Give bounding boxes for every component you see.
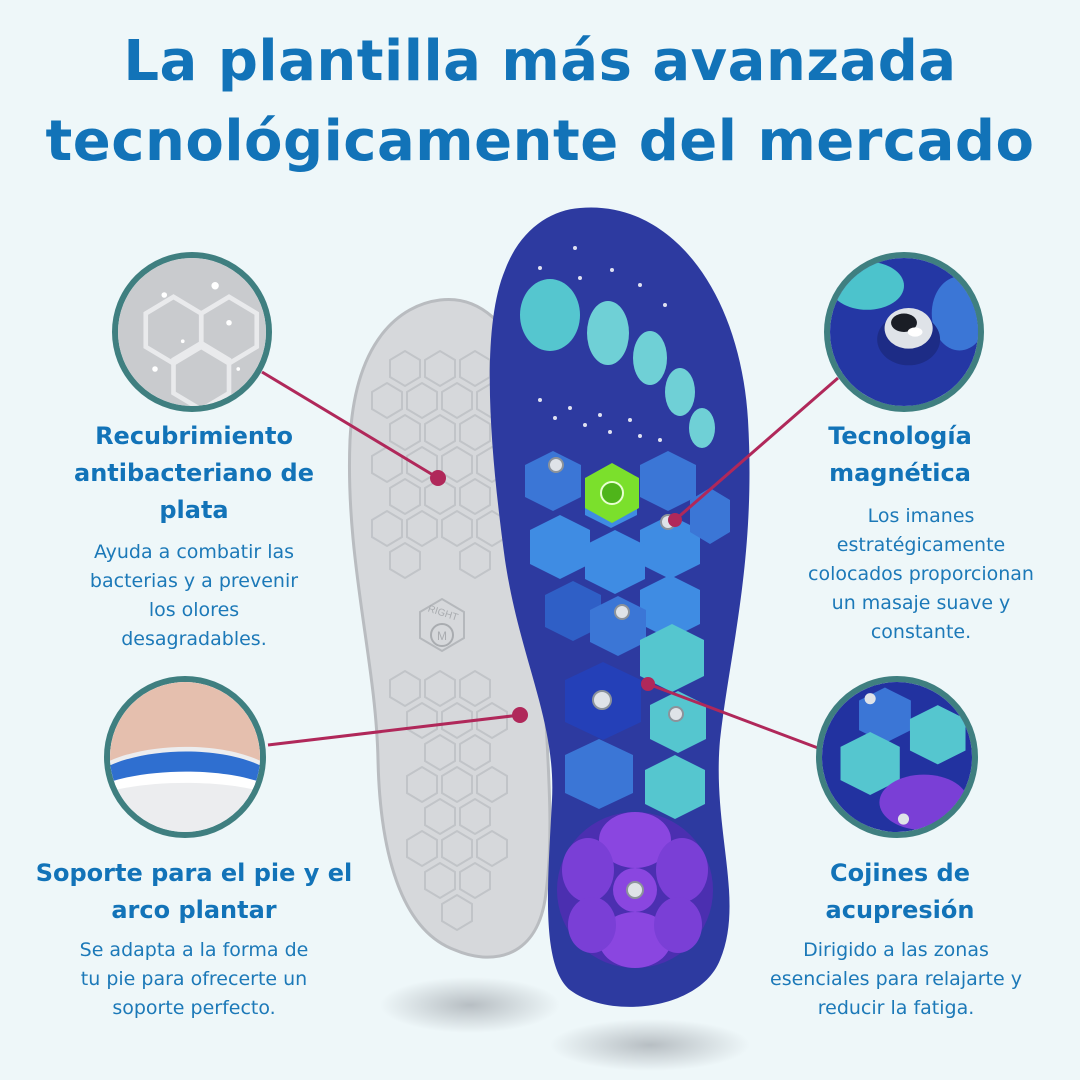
magnet-closeup-icon <box>824 252 984 412</box>
description-line: reducir la fatiga. <box>817 997 975 1019</box>
insole-shadow <box>550 1019 750 1071</box>
heading-line: Tecnología <box>828 422 972 450</box>
heading-line: acupresión <box>825 896 975 924</box>
heading-line: Soporte para el pie y el <box>35 859 353 887</box>
toe-pad <box>587 301 629 365</box>
description-line: estratégicamente <box>836 534 1006 556</box>
acupressure-pads-closeup-icon <box>816 676 978 838</box>
description-line: un masaje suave y <box>831 592 1011 614</box>
description-line: colocados proporcionan <box>808 563 1034 585</box>
arch-support-heading: Soporte para el pie y el arco plantar <box>20 855 368 929</box>
callout-lines <box>261 370 839 750</box>
page-title: La plantilla más avanzada tecnológicamen… <box>0 22 1080 182</box>
title-line-2: tecnológicamente del mercado <box>45 109 1035 174</box>
toe-pad <box>520 279 580 351</box>
heading-line: Cojines de <box>829 859 970 887</box>
insole-top-side <box>489 207 750 1007</box>
arch-support-closeup-icon <box>104 676 266 838</box>
heading-line: magnética <box>829 459 971 487</box>
description-line: Los imanes <box>867 505 975 527</box>
description-line: tu pie para ofrecerte un <box>80 968 308 990</box>
antibacterial-heading: Recubrimiento antibacteriano de plata <box>60 418 328 529</box>
acupressure-heading: Cojines de acupresión <box>760 855 1040 929</box>
acupressure-description: Dirigido a las zonas esenciales para rel… <box>756 936 1036 1023</box>
insole-size-label: M <box>437 629 447 643</box>
callout-dot <box>668 513 682 527</box>
toe-pad <box>665 368 695 416</box>
description-line: bacterias y a prevenir <box>89 570 299 592</box>
description-line: Dirigido a las zonas <box>803 939 989 961</box>
description-line: soporte perfecto. <box>112 997 276 1019</box>
heading-line: antibacteriano de <box>74 459 314 487</box>
magnetic-description: Los imanes estratégicamente colocados pr… <box>785 502 1057 647</box>
heading-line: Recubrimiento <box>95 422 293 450</box>
toe-pad <box>689 408 715 448</box>
silver-texture-closeup-icon <box>112 252 272 412</box>
heading-line: plata <box>159 496 229 524</box>
callout-dot <box>430 470 446 486</box>
antibacterial-description: Ayuda a combatir las bacterias y a preve… <box>60 538 328 654</box>
arch-support-description: Se adapta a la forma de tu pie para ofre… <box>54 936 334 1023</box>
description-line: desagradables. <box>121 628 267 650</box>
description-line: Ayuda a combatir las <box>93 541 295 563</box>
description-line: Se adapta a la forma de <box>79 939 309 961</box>
magnetic-heading: Tecnología magnética <box>790 418 1010 492</box>
title-line-1: La plantilla más avanzada <box>123 29 957 94</box>
heading-line: arco plantar <box>111 896 277 924</box>
callout-dot <box>512 707 528 723</box>
toe-pad <box>633 331 667 385</box>
description-line: esenciales para relajarte y <box>770 968 1022 990</box>
description-line: los olores <box>148 599 240 621</box>
callout-dot <box>641 677 655 691</box>
description-line: constante. <box>870 621 972 643</box>
insole-shadow <box>380 977 560 1033</box>
